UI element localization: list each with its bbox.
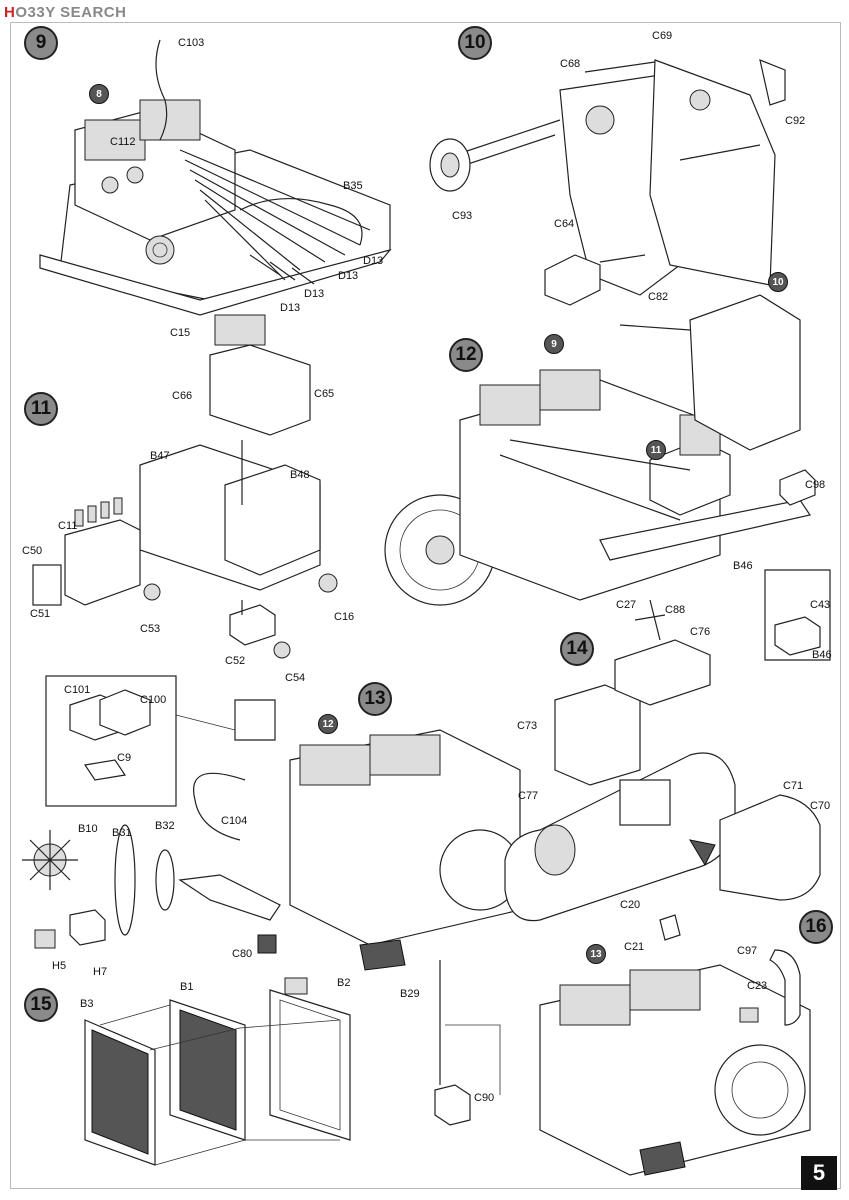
substep-10-ref: 10: [768, 272, 788, 292]
part-label-c101: C101: [64, 684, 91, 696]
page-frame: [10, 22, 841, 1189]
part-label-c50: C50: [22, 545, 43, 557]
part-label-b32: B32: [155, 820, 175, 832]
part-label-c80: C80: [232, 948, 253, 960]
part-label-c9: C9: [117, 752, 132, 764]
page-number: 5: [801, 1156, 837, 1190]
step13-engine-art: [22, 675, 521, 971]
part-label-c54: C54: [285, 672, 306, 684]
part-label-c73: C73: [517, 720, 538, 732]
part-label-c51: C51: [30, 608, 51, 620]
part-label-c98: C98: [805, 479, 826, 491]
part-label-c93: C93: [452, 210, 473, 222]
part-label-d13-a: D13: [363, 255, 384, 267]
part-label-c15: C15: [170, 327, 191, 339]
part-label-b10: B10: [78, 823, 98, 835]
step15-radiator-art: [84, 977, 351, 1166]
part-label-c27: C27: [616, 599, 637, 611]
step-15-badge: 15: [24, 988, 58, 1022]
part-label-b35: B35: [343, 180, 363, 192]
watermark: HO33Y SEARCH: [4, 4, 127, 21]
step9-engine-art: [39, 39, 392, 316]
part-label-c71: C71: [783, 780, 804, 792]
part-label-c104: C104: [221, 815, 248, 827]
part-label-c77: C77: [518, 790, 539, 802]
step-9-badge: 9: [24, 26, 58, 60]
part-label-c92: C92: [785, 115, 806, 127]
part-label-d13-d: D13: [280, 302, 301, 314]
part-label-c90: C90: [474, 1092, 495, 1104]
step-12-badge: 12: [449, 338, 483, 372]
substep-8-ref: 8: [89, 84, 109, 104]
part-label-b48: B48: [290, 469, 310, 481]
part-label-c70: C70: [810, 800, 831, 812]
part-label-h5: H5: [52, 960, 67, 972]
part-label-c52: C52: [225, 655, 246, 667]
part-label-d13-b: D13: [338, 270, 359, 282]
part-label-b29: B29: [400, 988, 420, 1000]
substep-9-ref: 9: [544, 334, 564, 354]
part-label-c103: C103: [178, 37, 205, 49]
part-label-d13-c: D13: [304, 288, 325, 300]
step14-exhaust-art: [504, 599, 821, 922]
part-label-c23: C23: [747, 980, 768, 992]
part-label-c20: C20: [620, 899, 641, 911]
step11-pump-art: [32, 314, 338, 659]
step10-cover-art: [429, 59, 786, 306]
part-label-h7: H7: [93, 966, 108, 978]
part-label-b1: B1: [180, 981, 194, 993]
step-11-badge: 11: [24, 392, 58, 426]
step16-engine-art: [434, 914, 811, 1176]
part-label-c97: C97: [737, 945, 758, 957]
part-label-c16: C16: [334, 611, 355, 623]
part-label-c64: C64: [554, 218, 575, 230]
part-label-b2: B2: [337, 977, 351, 989]
part-label-c53: C53: [140, 623, 161, 635]
part-label-b31: B31: [112, 827, 132, 839]
substep-12-ref: 12: [318, 714, 338, 734]
part-label-c21: C21: [624, 941, 645, 953]
part-label-b46-b: B46: [812, 649, 832, 661]
part-label-c68: C68: [560, 58, 581, 70]
part-label-b46-a: B46: [733, 560, 753, 572]
part-label-b3: B3: [80, 998, 94, 1010]
step-14-badge: 14: [560, 632, 594, 666]
part-label-c76: C76: [690, 626, 711, 638]
substep-13-ref: 13: [586, 944, 606, 964]
part-label-c65: C65: [314, 388, 335, 400]
step-10-badge: 10: [458, 26, 492, 60]
step12-engine-art: [384, 294, 831, 661]
step-16-badge: 16: [799, 910, 833, 944]
step-13-badge: 13: [358, 682, 392, 716]
part-label-c11: C11: [58, 520, 78, 532]
part-label-b47: B47: [150, 450, 170, 462]
part-label-c43: C43: [810, 599, 831, 611]
part-label-c88: C88: [665, 604, 686, 616]
part-label-c82: C82: [648, 291, 669, 303]
part-label-c69: C69: [652, 30, 673, 42]
part-label-c100: C100: [140, 694, 167, 706]
part-label-c112: C112: [110, 136, 136, 148]
part-label-c66: C66: [172, 390, 193, 402]
substep-11-ref: 11: [646, 440, 666, 460]
